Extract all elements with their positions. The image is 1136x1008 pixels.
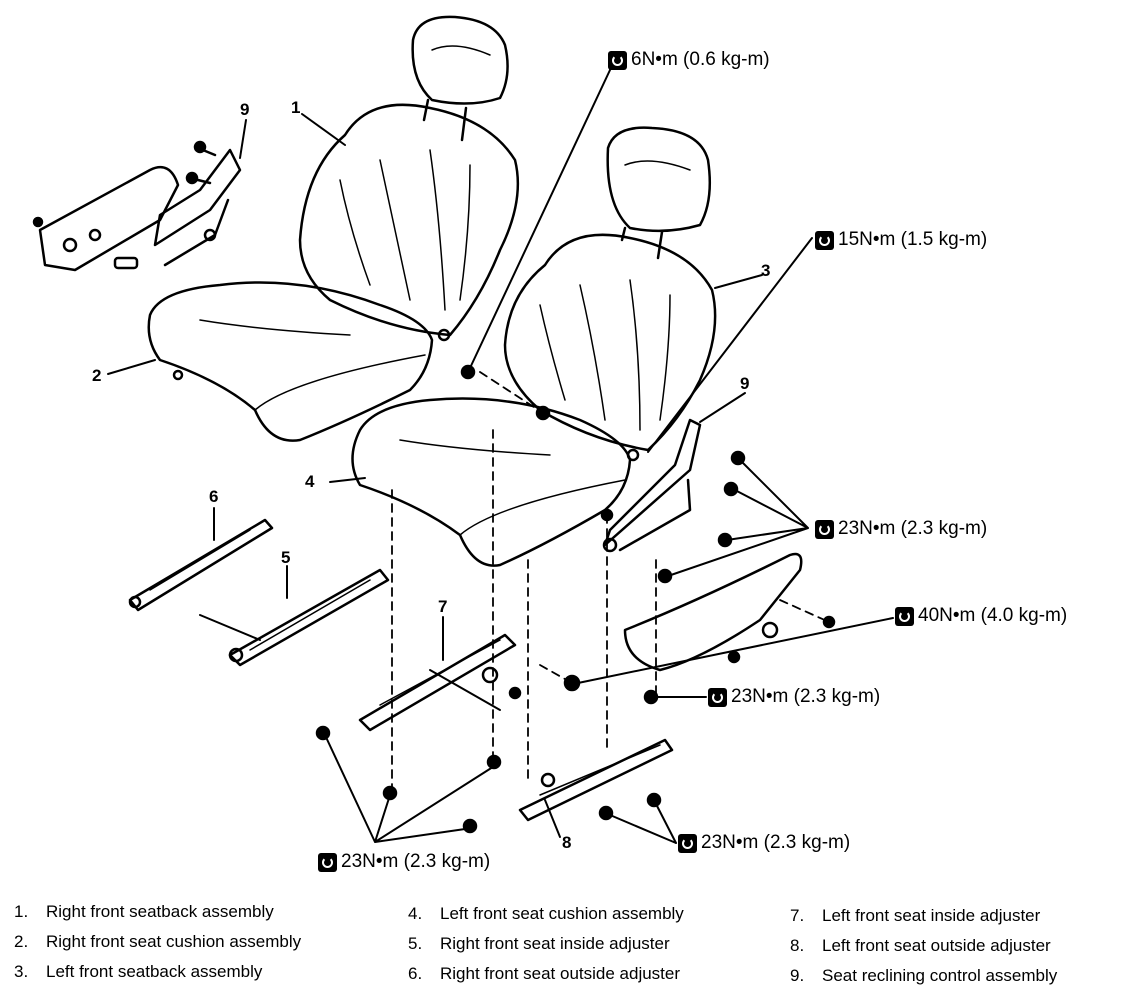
alignment-lines xyxy=(391,371,830,791)
bolts xyxy=(315,364,836,834)
torque-wrench-icon xyxy=(708,687,727,707)
torque-spec-23nm-recliner: 23N•m (2.3 kg-m) xyxy=(815,518,987,540)
callout-6: 6 xyxy=(209,487,219,506)
callout-8: 8 xyxy=(562,833,572,852)
seat-assembly-diagram xyxy=(32,15,894,844)
torque-spec-15nm: 15N•m (1.5 kg-m) xyxy=(815,229,987,251)
torque-wrench-icon xyxy=(318,852,337,872)
torque-spec-23nm-rail-lower: 23N•m (2.3 kg-m) xyxy=(678,832,850,854)
callout-5: 5 xyxy=(281,548,291,567)
callout-2: 2 xyxy=(92,366,102,385)
torque-spec-23nm-rail-upper: 23N•m (2.3 kg-m) xyxy=(708,686,880,708)
callout-3: 3 xyxy=(761,261,771,280)
callout-4: 4 xyxy=(305,472,315,491)
torque-spec-40nm: 40N•m (4.0 kg-m) xyxy=(895,605,1067,627)
legend-item-3: 3.Left front seatback assembly xyxy=(14,962,263,981)
callout-9-right: 9 xyxy=(740,374,750,393)
right-seat-rails xyxy=(128,518,390,667)
callout-7: 7 xyxy=(438,597,448,616)
torque-wrench-icon xyxy=(895,606,914,626)
right-front-seat-cushion xyxy=(147,281,434,442)
torque-wrench-icon xyxy=(608,50,627,70)
legend-item-1: 1.Right front seatback assembly xyxy=(14,902,274,921)
parts-legend: 1.Right front seatback assembly 2.Right … xyxy=(0,898,1136,998)
left-seat-rails xyxy=(358,633,674,822)
legend-item-2: 2.Right front seat cushion assembly xyxy=(14,932,302,951)
left-recliner-assembly xyxy=(602,418,803,672)
left-front-seat-cushion xyxy=(351,397,632,567)
legend-item-9: 9.Seat reclining control assembly xyxy=(790,966,1058,985)
leader-lines xyxy=(107,69,894,844)
legend-item-5: 5.Right front seat inside adjuster xyxy=(408,934,670,953)
torque-spec-6nm: 6N•m (0.6 kg-m) xyxy=(608,49,770,71)
callout-1: 1 xyxy=(291,98,301,117)
legend-item-8: 8.Left front seat outside adjuster xyxy=(790,936,1051,955)
legend-item-7: 7.Left front seat inside adjuster xyxy=(790,906,1041,925)
legend-item-6: 6.Right front seat outside adjuster xyxy=(408,964,681,983)
torque-wrench-icon xyxy=(678,833,697,853)
right-front-seatback xyxy=(298,15,520,342)
callout-9-left: 9 xyxy=(240,100,250,119)
torque-wrench-icon xyxy=(815,230,834,250)
left-front-seatback xyxy=(503,126,717,462)
torque-spec-23nm-inside-adjuster: 23N•m (2.3 kg-m) xyxy=(318,851,490,873)
torque-wrench-icon xyxy=(815,519,834,539)
legend-item-4: 4.Left front seat cushion assembly xyxy=(408,904,684,923)
right-recliner-assembly xyxy=(32,140,242,272)
